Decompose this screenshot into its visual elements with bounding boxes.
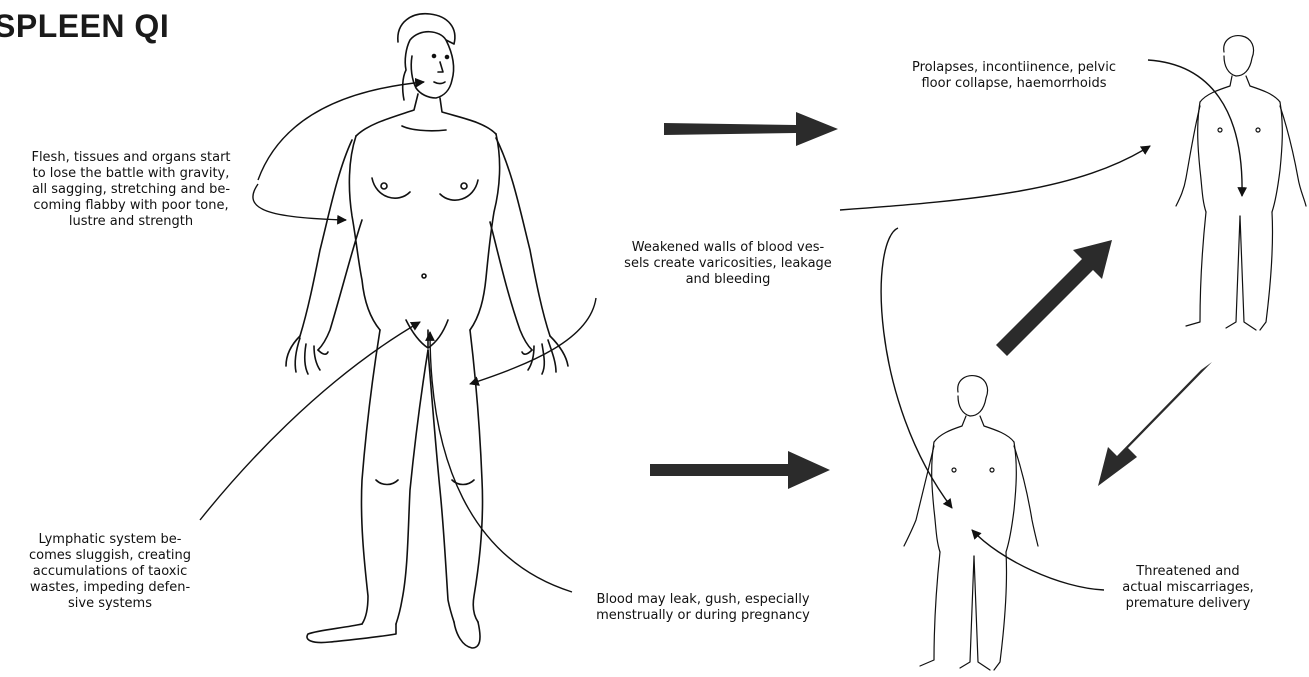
arrow-lymphatic-to-groin [200, 322, 420, 520]
label-blood-leak: Blood may leak, gush, especially menstru… [576, 592, 830, 624]
block-arrow-bottom [650, 451, 830, 489]
arrow-vessels-to-topfigure [840, 146, 1150, 210]
arrow-flesh-to-face [258, 82, 424, 180]
label-flesh-tissues: Flesh, tissues and organs start to lose … [4, 150, 258, 230]
small-figure-bottom-right [904, 376, 1038, 670]
large-body-figure [286, 14, 568, 648]
arrow-vessels-to-bottomfigure [881, 228, 952, 508]
label-lymphatic-system: Lymphatic system be- comes sluggish, cre… [10, 532, 210, 612]
pointer-arrows [200, 60, 1242, 592]
arrow-vessels-to-thigh [470, 298, 596, 384]
block-arrows [650, 112, 1212, 489]
small-figure-top-right [1176, 36, 1306, 330]
block-arrow-top [664, 112, 838, 146]
label-prolapses: Prolapses, incontiinence, pelvic floor c… [874, 60, 1154, 92]
block-arrow-diagonal-up [996, 240, 1112, 356]
arrow-miscarriage-to-pelvis [972, 530, 1104, 590]
label-blood-vessels: Weakened walls of blood ves- sels create… [608, 240, 848, 288]
label-miscarriages: Threatened and actual miscarriages, prem… [1108, 564, 1268, 612]
diagram-title: SPLEEN QI [0, 8, 169, 45]
arrow-blood-to-groin [430, 332, 572, 592]
block-arrow-diagonal-down [1098, 362, 1212, 486]
